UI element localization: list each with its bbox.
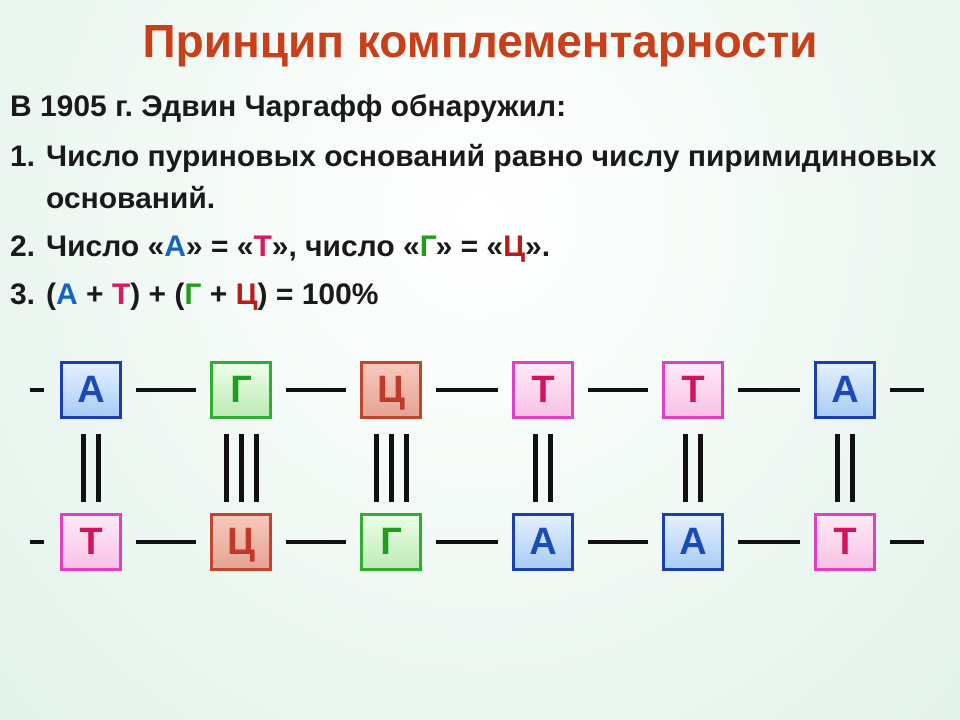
strand-link [436,388,498,392]
nucleotide-t: Т [60,513,122,571]
strand-link [136,540,196,544]
strand-link [588,540,648,544]
hydrogen-bond [835,434,840,502]
text-part: + [201,278,236,311]
text-part: ) = 100% [257,278,379,311]
hydrogen-bond [223,434,229,502]
strand-link [890,540,924,544]
finding-number: 3. [10,278,36,311]
text-part: » = « [185,230,254,263]
nucleotide-g: Г [360,513,422,571]
text-part: + [77,278,112,311]
hydrogen-bond [373,434,379,502]
strand-link [738,388,800,392]
slide-title: Принцип комплементарности [142,15,818,67]
finding-2: 2. Число «А» = «Т», число «Г» = «Ц». [10,226,950,268]
strand-link [30,540,44,544]
findings-list: 1. Число пуриновых оснований равно числу… [10,136,950,322]
text-part: ) + ( [130,278,185,311]
finding-1: 1. Число пуриновых оснований равно числу… [10,136,950,220]
hydrogen-bond [388,434,394,502]
hydrogen-bond [698,434,703,502]
finding-number: 1. [10,140,36,173]
finding-number: 2. [10,230,36,263]
base-t: Т [111,278,131,311]
nucleotide-g: Г [210,361,272,419]
text-part: », число « [271,230,420,263]
base-a: А [56,278,78,311]
strand-link [588,388,648,392]
nucleotide-a: А [662,513,724,571]
hydrogen-bond [403,434,409,502]
nucleotide-t: Т [662,361,724,419]
intro-text: В 1905 г. Эдвин Чаргафф обнаружил: [10,90,567,123]
strand-link [136,388,196,392]
base-c: Ц [503,230,526,263]
base-c: Ц [235,278,258,311]
hydrogen-bond [96,434,101,502]
strand-link [890,388,924,392]
nucleotide-t: Т [814,513,876,571]
hydrogen-bond [238,434,244,502]
nucleotide-c: Ц [360,361,422,419]
nucleotide-t: Т [512,361,574,419]
base-g: Г [184,278,202,311]
text-part: ». [525,230,551,263]
hydrogen-bond [850,434,855,502]
base-a: А [164,230,186,263]
strand-link [436,540,498,544]
nucleotide-a: А [60,361,122,419]
nucleotide-c: Ц [210,513,272,571]
text-part: » = « [435,230,504,263]
finding-3: 3. (А + Т) + (Г + Ц) = 100% [10,274,950,316]
strand-link [286,388,346,392]
nucleotide-a: А [814,361,876,419]
strand-link [30,388,44,392]
hydrogen-bond [683,434,688,502]
hydrogen-bond [533,434,538,502]
base-g: Г [419,230,436,263]
text-part: ( [46,278,56,311]
strand-link [286,540,346,544]
hydrogen-bond [253,434,259,502]
hydrogen-bond [81,434,86,502]
text-part: Число « [46,230,165,263]
base-t: Т [253,230,272,263]
strand-link [738,540,800,544]
nucleotide-a: А [512,513,574,571]
hydrogen-bond [548,434,553,502]
finding-text: (А + Т) + (Г + Ц) = 100% [46,274,950,316]
finding-text: Число пуриновых оснований равно числу пи… [46,140,937,215]
finding-text: Число «А» = «Т», число «Г» = «Ц». [46,226,950,268]
